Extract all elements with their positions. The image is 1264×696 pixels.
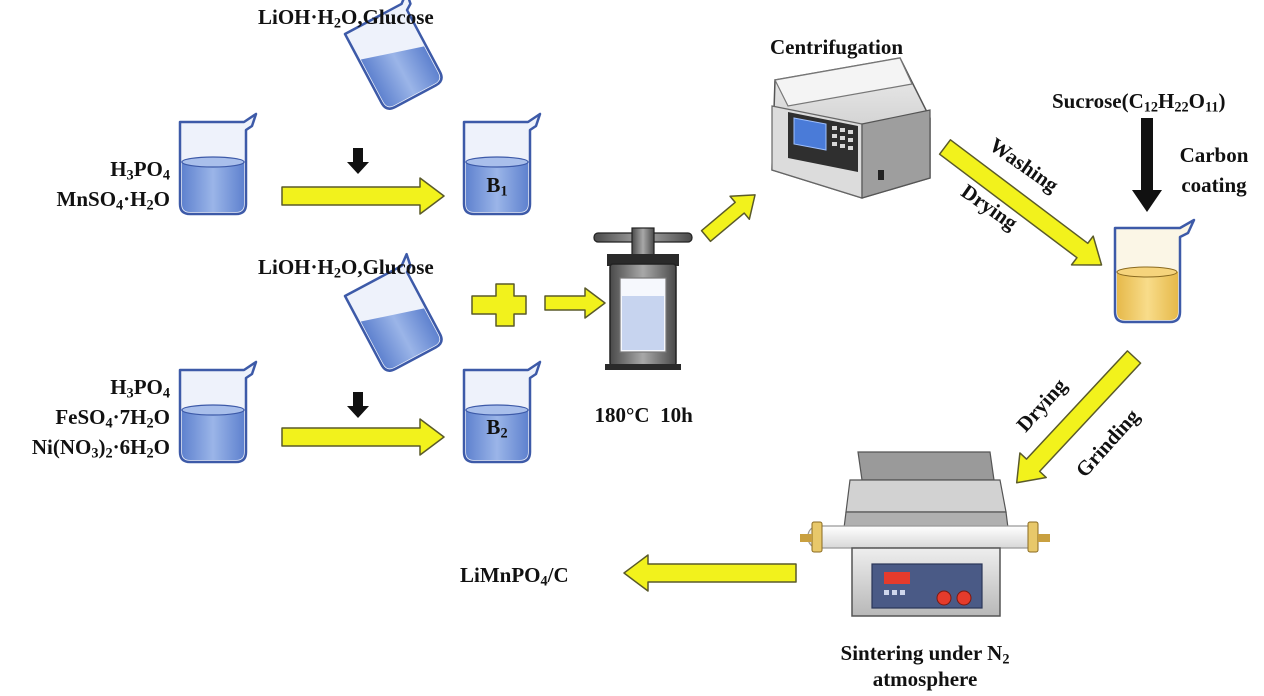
group1-line-2: MnSO4·H2O: [56, 187, 170, 214]
b2-text: B2: [486, 415, 508, 442]
autoclave-icon: [593, 227, 693, 370]
reagent-top-text: LiOH·H2O,Glucose: [258, 5, 434, 32]
centrifugation-text: Centrifugation: [770, 35, 903, 59]
sintering-line-2: atmosphere: [872, 667, 978, 691]
label-centrifugation: Centrifugation: [770, 34, 903, 60]
group2-line-3: Ni(NO3)2·6H2O: [31, 435, 170, 462]
group2-line-1: H3PO4: [110, 375, 170, 402]
down-arrow-2: [347, 392, 369, 418]
arrow-drying-grinding: [1015, 350, 1142, 484]
product-text: LiMnPO4/C: [460, 563, 569, 590]
label-reagent-top: LiOH·H2O,Glucose: [258, 4, 434, 32]
beaker-pouring-bottom: [343, 252, 443, 372]
beaker-pouring-top: [343, 0, 443, 110]
tube-furnace-icon: [800, 451, 1050, 617]
down-arrow-1: [347, 148, 369, 174]
centrifuge-icon: [771, 57, 931, 199]
plus-icon: [471, 283, 527, 327]
label-autoclave-condition: 180°C 10h: [584, 376, 693, 428]
arrow-washing-drying: [938, 139, 1103, 266]
arrow-to-b1: [281, 177, 445, 215]
label-b1: B1: [464, 172, 530, 200]
arrow-to-autoclave: [544, 287, 606, 319]
arrow-to-b2: [281, 418, 445, 456]
beaker-fe-ni-precursor: [178, 360, 258, 464]
label-sintering: Sintering under N2 atmosphere: [800, 640, 1050, 692]
reagent-bottom-text: LiOH·H2O,Glucose: [258, 255, 434, 282]
carbon-coating-arrow: [1132, 118, 1162, 212]
sintering-line-1: Sintering under N2: [840, 641, 1010, 668]
label-product: LiMnPO4/C: [460, 562, 569, 590]
group2-line-2: FeSO4·7H2O: [55, 405, 170, 432]
label-reagent-bottom: LiOH·H2O,Glucose: [258, 254, 434, 282]
sucrose-text: Sucrose(C12H22O11): [1052, 89, 1226, 116]
label-group1: H3PO4 MnSO4·H2O: [20, 154, 170, 214]
arrow-to-centrifuge: [700, 194, 756, 243]
b1-text: B1: [486, 173, 508, 200]
label-sucrose: Sucrose(C12H22O11): [1052, 88, 1226, 116]
carbon-coating-line-1: Carbon: [1179, 143, 1249, 167]
label-carbon-coating: Carbon coating: [1164, 140, 1264, 200]
group1-line-1: H3PO4: [110, 157, 170, 184]
arrow-to-product: [623, 554, 797, 592]
label-b2: B2: [464, 414, 530, 442]
beaker-b2: [462, 360, 542, 464]
label-group2: H3PO4 FeSO4·7H2O Ni(NO3)2·6H2O: [0, 372, 170, 462]
condition-text: 180°C 10h: [594, 403, 693, 427]
carbon-coating-line-2: coating: [1181, 173, 1247, 197]
beaker-mn-precursor: [178, 112, 258, 216]
beaker-carbon-coated: [1113, 218, 1196, 324]
